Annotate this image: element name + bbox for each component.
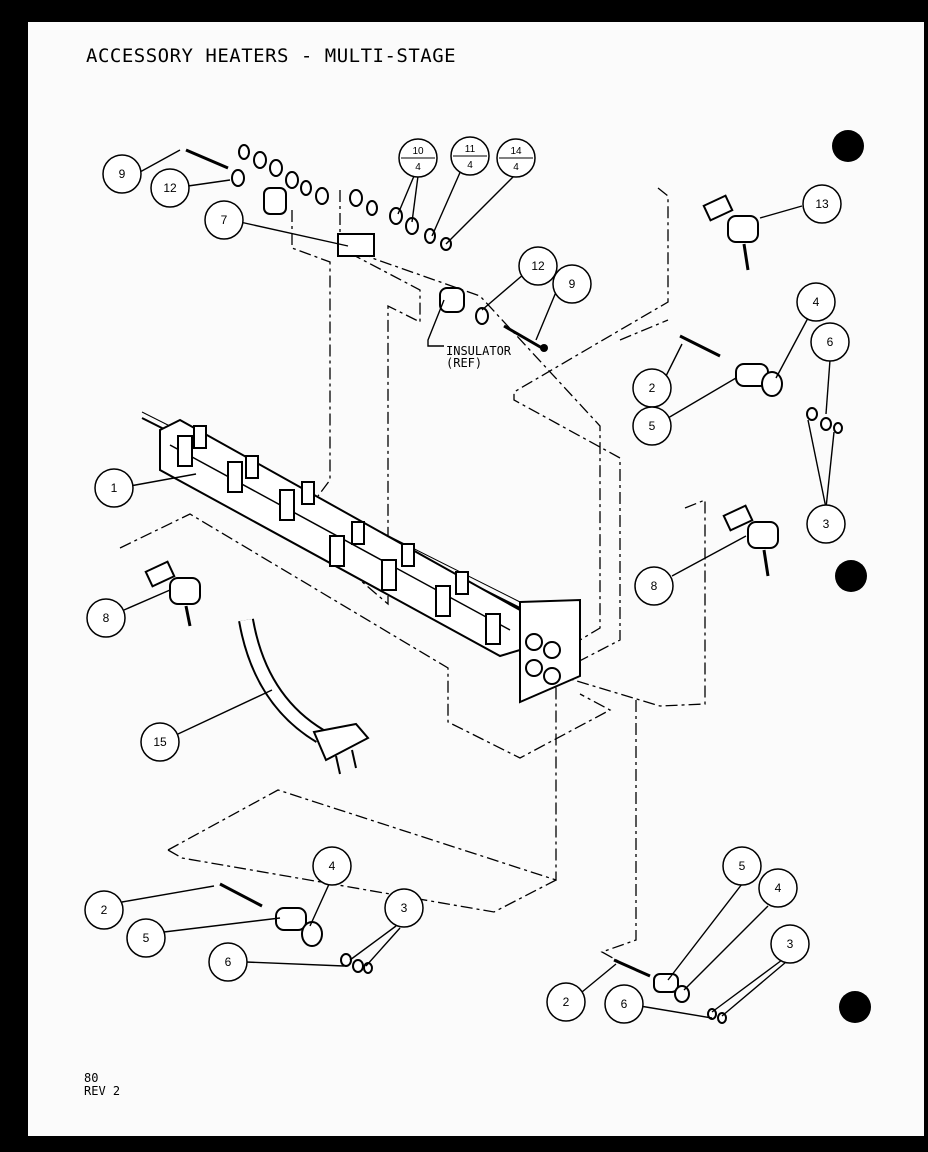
callout-5-bottom-left: 5 [126, 918, 166, 958]
svg-text:2: 2 [101, 903, 108, 917]
heater-element-assembly [141, 411, 581, 704]
callout-14-fraction: 14 4 [496, 138, 536, 178]
callout-3-bottom-left: 3 [384, 888, 424, 928]
svg-text:4: 4 [329, 859, 336, 873]
svg-text:6: 6 [225, 955, 232, 969]
binder-hole-top [832, 130, 864, 162]
svg-text:13: 13 [815, 197, 829, 211]
limit-control-right [679, 334, 843, 434]
callout-9-top-right: 9 [552, 264, 592, 304]
svg-text:3: 3 [787, 937, 794, 951]
leader-lines [121, 149, 835, 1019]
callout-5-right: 5 [632, 406, 672, 446]
callout-6-bottom-right: 6 [604, 984, 644, 1024]
svg-text:5: 5 [143, 931, 150, 945]
top-hardware-stack [185, 144, 548, 352]
svg-text:4: 4 [467, 160, 473, 171]
callout-10-fraction: 10 4 [398, 138, 438, 178]
svg-text:11: 11 [465, 144, 476, 155]
svg-text:7: 7 [221, 213, 228, 227]
svg-text:9: 9 [119, 167, 126, 181]
svg-text:8: 8 [651, 579, 658, 593]
svg-text:4: 4 [775, 881, 782, 895]
heater-coil-brackets [177, 425, 501, 645]
svg-text:6: 6 [827, 335, 834, 349]
callout-6-right: 6 [810, 322, 850, 362]
svg-text:4: 4 [415, 162, 421, 173]
limit-control-bottom-right [613, 958, 727, 1024]
callout-4-bottom-right: 4 [758, 868, 798, 908]
callout-6-bottom-left: 6 [208, 942, 248, 982]
callout-5-bottom-right: 5 [722, 846, 762, 886]
switch-part-8-left [144, 560, 201, 627]
callout-13: 13 [802, 184, 842, 224]
svg-text:12: 12 [163, 181, 177, 195]
svg-text:10: 10 [412, 146, 424, 157]
insulator-label: INSULATOR (REF) [446, 344, 512, 370]
callout-12-top-left: 12 [150, 168, 190, 208]
callout-15: 15 [140, 722, 180, 762]
svg-text:3: 3 [823, 517, 830, 531]
callout-3-bottom-right: 3 [770, 924, 810, 964]
callout-3-right: 3 [806, 504, 846, 544]
revision-rev: REV 2 [84, 1084, 121, 1098]
svg-text:3: 3 [401, 901, 408, 915]
svg-text:6: 6 [621, 997, 628, 1011]
revision-code: 80 [84, 1071, 99, 1085]
diagram-title: ACCESSORY HEATERS - MULTI-STAGE [86, 45, 457, 67]
binder-holes [832, 130, 871, 1023]
svg-text:4: 4 [813, 295, 820, 309]
limit-control-bottom-left [219, 882, 373, 974]
svg-text:9: 9 [569, 277, 576, 291]
callout-9-top-left: 9 [102, 154, 142, 194]
callout-11-fraction: 11 4 [450, 136, 490, 176]
svg-text:2: 2 [649, 381, 656, 395]
svg-text:5: 5 [649, 419, 656, 433]
callout-8-right: 8 [634, 566, 674, 606]
switch-part-13 [702, 194, 759, 271]
revision-block: 80 REV 2 [84, 1072, 120, 1098]
power-cord [238, 618, 370, 775]
binder-hole-bottom [839, 991, 871, 1023]
svg-text:1: 1 [111, 481, 118, 495]
svg-text:15: 15 [153, 735, 167, 749]
insulator-label-line1: INSULATOR [446, 344, 512, 358]
svg-text:2: 2 [563, 995, 570, 1009]
svg-text:4: 4 [513, 162, 519, 173]
svg-text:12: 12 [531, 259, 545, 273]
switch-part-8-right [722, 504, 779, 577]
svg-text:5: 5 [739, 859, 746, 873]
callout-2-right: 2 [632, 368, 672, 408]
callout-7: 7 [204, 200, 244, 240]
callout-8-left: 8 [86, 598, 126, 638]
insulator-label-line2: (REF) [446, 356, 482, 370]
svg-text:14: 14 [510, 146, 522, 157]
callout-4-right: 4 [796, 282, 836, 322]
callouts: 9 12 7 10 4 11 4 14 4 12 9 [84, 136, 850, 1024]
callout-2-bottom-left: 2 [84, 890, 124, 930]
binder-hole-middle [835, 560, 867, 592]
callout-2-bottom-right: 2 [546, 982, 586, 1022]
svg-text:8: 8 [103, 611, 110, 625]
callout-12-top-right: 12 [518, 246, 558, 286]
callout-1: 1 [94, 468, 134, 508]
callout-4-bottom-left: 4 [312, 846, 352, 886]
assembly-dash-lines [119, 187, 706, 963]
